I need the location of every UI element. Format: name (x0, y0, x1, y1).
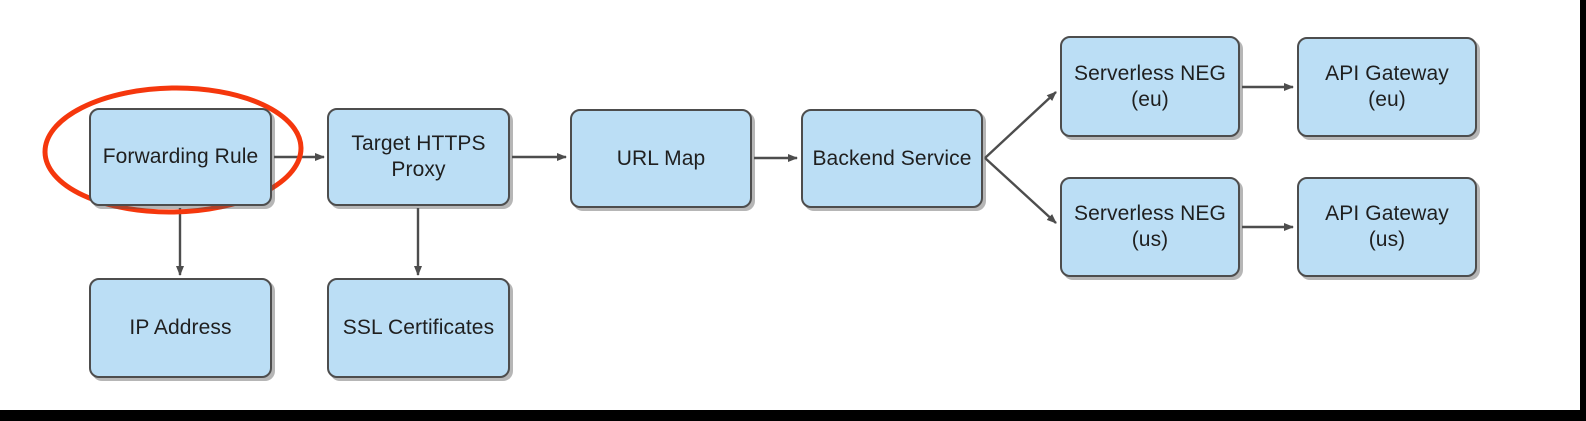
node-serverless-neg-us[interactable]: Serverless NEG (us) (1060, 177, 1240, 277)
frame-bottom-edge (0, 410, 1586, 421)
node-ssl-certificates[interactable]: SSL Certificates (327, 278, 510, 378)
node-api-gateway-eu[interactable]: API Gateway (eu) (1297, 37, 1477, 137)
node-ip-address[interactable]: IP Address (89, 278, 272, 378)
node-target-https-proxy[interactable]: Target HTTPS Proxy (327, 108, 510, 206)
node-forwarding-rule[interactable]: Forwarding Rule (89, 108, 272, 206)
node-backend-service[interactable]: Backend Service (801, 109, 983, 208)
edge-backend-service-to-serverless-neg-us (984, 157, 1057, 224)
node-serverless-neg-eu[interactable]: Serverless NEG (eu) (1060, 36, 1240, 137)
edge-backend-service-to-serverless-neg-eu (984, 91, 1057, 159)
node-url-map[interactable]: URL Map (570, 109, 752, 208)
frame-right-edge (1580, 0, 1586, 421)
highlight-ellipse-forwarding-rule (42, 85, 304, 215)
node-api-gateway-us[interactable]: API Gateway (us) (1297, 177, 1477, 277)
